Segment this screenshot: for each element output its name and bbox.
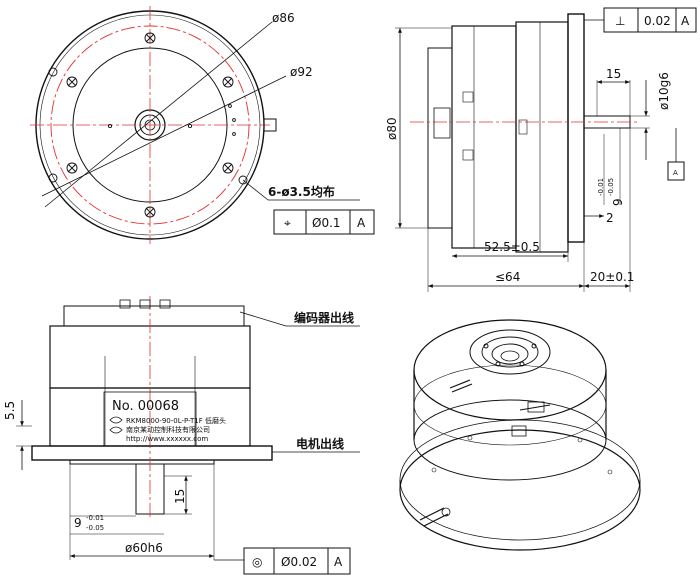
key-base-label: 9: [611, 198, 625, 206]
dim-55-label: 5.5: [3, 401, 17, 420]
plate-line-2: 南京某动控制科技有限公司: [126, 425, 210, 434]
key-upper-label: -0.01: [597, 178, 605, 196]
shaft-dia-label: ø10g6: [657, 72, 671, 110]
key-lower-front-label: -0.05: [86, 524, 104, 532]
nameplate: [103, 391, 197, 447]
flatness-datum: A: [681, 14, 690, 28]
key-upper-front-label: -0.01: [86, 514, 104, 522]
shaft-len-label: 15: [606, 67, 621, 81]
position-tolerance-datum: A: [357, 216, 366, 230]
key-lower-label: -0.05: [607, 178, 615, 196]
plate-logo: [109, 416, 123, 434]
dia-80-label: ø80: [385, 117, 399, 140]
position-tolerance-symbol: ⌖: [284, 216, 291, 230]
dim-15-label: 15: [173, 489, 187, 504]
motor-cable-label: 电机出线: [296, 436, 344, 451]
concentricity-symbol: ◎: [252, 555, 262, 569]
plate-line-3: http://www.xxxxxx.com: [126, 435, 208, 443]
datum-tag-label: A: [673, 169, 678, 177]
encoder-cable-label: 编码器出线: [293, 310, 354, 325]
position-tolerance-value: Ø0.1: [312, 216, 341, 230]
key-base-front-label: 9: [74, 516, 82, 530]
plate-line-1: RKM8000-90-0L-P-T1F 低磨头: [126, 416, 226, 425]
dia-92-label: ø92: [290, 65, 313, 79]
mounting-hole-group: [48, 32, 248, 218]
step-label: 2: [606, 211, 614, 225]
front-view: [16, 296, 360, 575]
body-len-label: 52.5±0.5: [484, 240, 540, 254]
dia-60-label: ø60h6: [125, 541, 163, 555]
plate-number: No. 00068: [112, 399, 179, 414]
side-view: [395, 7, 697, 292]
isometric-view: [399, 319, 641, 551]
top-view: [30, 6, 375, 244]
flatness-value: 0.02: [644, 14, 671, 28]
holes-label: 6-ø3.5均布: [268, 184, 335, 199]
concentricity-value: Ø0.02: [281, 555, 317, 569]
flatness-symbol: ⊥: [615, 14, 625, 28]
concentricity-datum: A: [334, 555, 343, 569]
total-len-label: ≤64: [495, 270, 520, 284]
dia-86-label: ø86: [272, 11, 295, 25]
flange-label: 20±0.1: [590, 270, 634, 284]
